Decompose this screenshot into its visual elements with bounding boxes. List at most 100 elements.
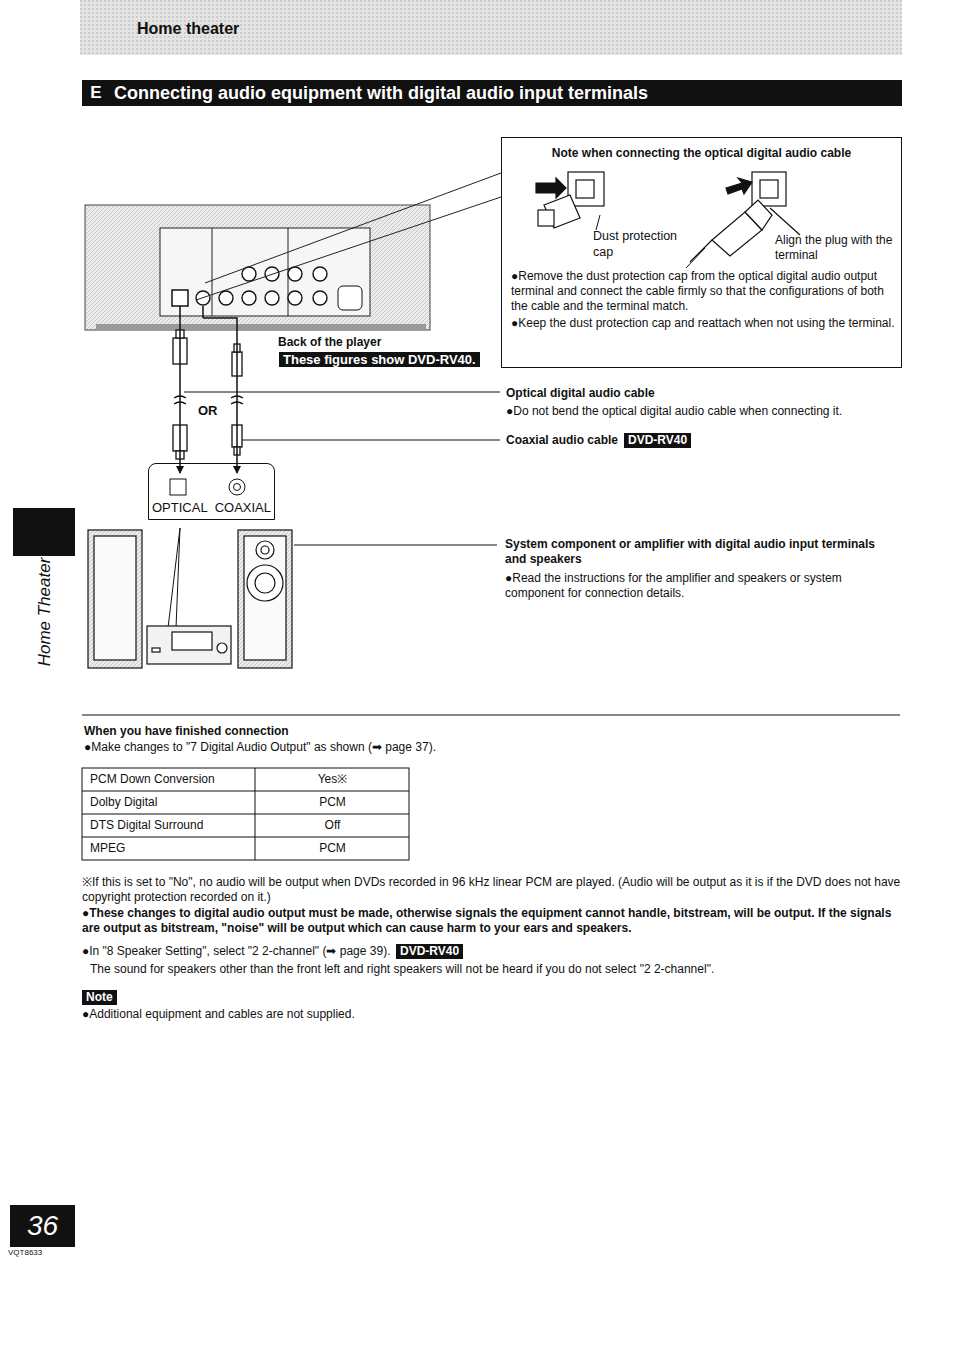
text-label: E [87, 83, 105, 103]
illustration-part [538, 210, 554, 226]
side-tab [13, 508, 75, 556]
text-label: ●Additional equipment and cables are not… [82, 1007, 682, 1022]
illustration-part [288, 291, 302, 305]
illustration-part [88, 530, 142, 668]
callout-text: Dust protection cap [593, 228, 697, 260]
model-tag: These figures show DVD-RV40. [279, 352, 480, 367]
illustration-part [174, 396, 243, 404]
text-label: ●In "8 Speaker Setting", select "2 2-cha… [82, 944, 390, 959]
terminal-name: OPTICAL [152, 500, 208, 516]
zoom-line [205, 173, 501, 283]
cable-stub [202, 306, 204, 318]
optical-jack-icon [170, 479, 186, 495]
text-label: VQT8633 [8, 1248, 42, 1258]
cable-plugs [173, 330, 243, 459]
text-label: 36 [10, 1209, 75, 1243]
note-heading: Note when connecting the optical digital… [502, 146, 901, 161]
illustration-part [288, 267, 302, 281]
illustration-part [255, 573, 275, 593]
text-label: Coaxial audio cable [506, 433, 618, 448]
player-back-panel: Back of the playerThese figures show DVD… [85, 205, 430, 330]
text-label: ●Do not bend the optical digital audio c… [506, 404, 896, 419]
terminal-name: COAXIAL [215, 500, 271, 516]
note-bullet: ●Remove the dust protection cap from the… [511, 269, 897, 314]
illustration-part [536, 178, 566, 198]
illustration-part [212, 228, 213, 316]
table-cell: Dolby Digital [90, 795, 250, 810]
illustration-part [247, 565, 283, 601]
illustration-part [82, 837, 409, 838]
table-cell: Yes※ [256, 772, 409, 787]
input-terminal-box: OPTICAL COAXIAL [148, 463, 275, 520]
text-label: ●These changes to digital audio output m… [82, 906, 902, 936]
callout-text: Align the plug with the terminal [775, 233, 897, 263]
illustration-part [261, 546, 269, 554]
text-label: Optical digital audio cable [506, 386, 655, 401]
amp-wire [168, 528, 180, 628]
illustration-part [196, 267, 327, 305]
callout-line [596, 215, 600, 230]
page-box [10, 1205, 75, 1247]
text-label: The sound for speakers other than the fr… [90, 962, 890, 977]
illustration-part [760, 180, 778, 198]
illustration-part [217, 643, 227, 653]
text-label: System component or amplifier with digit… [505, 537, 885, 567]
illustration-part [242, 267, 256, 281]
note-box: Note when connecting the optical digital… [501, 137, 902, 368]
leader-line [294, 545, 497, 546]
text-label: OR [198, 403, 218, 418]
illustration-part [242, 291, 256, 305]
illustration-part [770, 208, 800, 235]
text-label: ※If this is set to "No", no audio will b… [82, 875, 902, 905]
text-label: ●Make changes to "7 Digital Audio Output… [84, 740, 584, 755]
title-text: Connecting audio equipment with digital … [114, 83, 648, 103]
illustration-part [256, 541, 274, 559]
table-cell: Off [256, 818, 409, 833]
settings-table [82, 768, 409, 860]
cable-stub [203, 318, 237, 330]
leader-line [184, 392, 500, 393]
illustration-part [94, 536, 136, 660]
illustration-part [160, 228, 370, 316]
header-band [80, 0, 902, 55]
illustration-part [576, 180, 594, 198]
illustration-part [234, 484, 241, 491]
cable-stub [179, 306, 181, 330]
illustration-part [172, 632, 212, 650]
zoom-line [196, 197, 501, 300]
cable-connector [236, 330, 238, 473]
illustration-part [82, 814, 409, 815]
rule [82, 714, 900, 715]
illustration-part [219, 291, 233, 305]
text-label: When you have finished connection [84, 724, 289, 739]
cable-connector [179, 330, 181, 473]
illustration-part [568, 172, 604, 206]
illustration-part [147, 626, 231, 664]
text-label: Home theater [137, 20, 239, 38]
tag-label: Note [82, 990, 117, 1005]
tag-label: DVD-RV40 [396, 944, 463, 959]
title-bar [82, 80, 902, 106]
illustration-part [313, 267, 327, 281]
tag-label: DVD-RV40 [624, 433, 691, 448]
illustration-part [96, 324, 426, 330]
text-label: ●Read the instructions for the amplifier… [505, 571, 895, 601]
illustration-part [338, 286, 362, 310]
amplifier [147, 626, 231, 664]
illustration-part [82, 791, 409, 792]
illustration-part [152, 648, 160, 652]
panel-caption: Back of the player [278, 335, 381, 350]
illustration-part [726, 178, 752, 194]
illustration-part [82, 768, 409, 860]
illustration-part [244, 536, 286, 660]
illustration-part [172, 290, 188, 306]
dust-cap-illustration [536, 172, 604, 228]
illustration-part [85, 205, 430, 330]
callout-line [686, 248, 705, 268]
illustration-part [745, 200, 772, 230]
text-label: Home Theater [35, 558, 55, 667]
table-cell: DTS Digital Surround [90, 818, 250, 833]
speakers [88, 530, 292, 668]
